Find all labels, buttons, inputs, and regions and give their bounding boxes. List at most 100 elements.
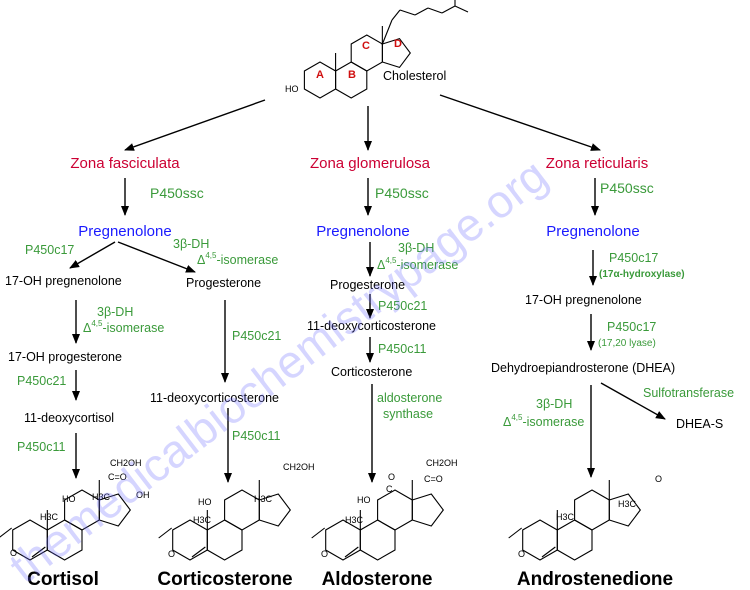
enzyme: P450c17 xyxy=(607,320,656,334)
svg-text:C=O: C=O xyxy=(424,474,443,484)
corticosterone-ring-b xyxy=(206,519,243,561)
side-chain xyxy=(399,9,416,16)
corticosterone-double-bond xyxy=(191,546,206,558)
aldosterone-ring-b xyxy=(359,519,396,561)
side-chain xyxy=(414,7,429,16)
androstenedione-keto-3 xyxy=(508,527,523,539)
svg-text:O: O xyxy=(388,472,395,482)
metabolite: 11-deoxycortisol xyxy=(24,411,114,425)
enzyme-note: (17,20 lyase) xyxy=(598,338,656,349)
product-corticosterone: Corticosterone xyxy=(157,569,292,590)
enzyme: 3β-DH xyxy=(97,305,133,319)
corticosterone-ring-a xyxy=(172,519,208,561)
ring-a-label: A xyxy=(316,69,324,81)
aldosterone-ring-d xyxy=(411,493,444,527)
svg-text:HO: HO xyxy=(357,495,371,505)
enzyme: P450c17 xyxy=(609,251,658,265)
svg-text:H3C: H3C xyxy=(618,499,637,509)
cholesterol-ho: HO xyxy=(285,84,299,94)
zone-reticularis: Zona reticularis xyxy=(546,155,649,172)
arrow-to-reticularis xyxy=(439,94,601,151)
corticosterone-ring-d xyxy=(258,493,291,527)
svg-text:CH2OH: CH2OH xyxy=(426,458,458,468)
aldosterone-double-bond xyxy=(344,546,359,558)
enzyme: P450c21 xyxy=(378,299,427,313)
svg-text:CH2OH: CH2OH xyxy=(283,462,315,472)
svg-text:O: O xyxy=(10,548,17,558)
enzyme: Sulfotransferase xyxy=(643,386,734,400)
ring-b-label: B xyxy=(348,69,356,81)
corticosterone-atoms: CH2OH HO H3C H3C O xyxy=(168,462,315,559)
metabolite: Dehydroepiandrosterone (DHEA) xyxy=(491,361,675,375)
enzyme: P450c21 xyxy=(17,374,66,388)
zone-fasciculata: Zona fasciculata xyxy=(70,155,180,172)
metabolite: 17-OH pregnenolone xyxy=(525,293,642,307)
metabolite: DHEA-S xyxy=(676,417,723,431)
svg-text:CH2OH: CH2OH xyxy=(110,458,142,468)
svg-text:O: O xyxy=(321,549,328,559)
svg-text:O: O xyxy=(518,549,525,559)
product-aldosterone: Aldosterone xyxy=(322,569,433,590)
androstenedione-ring-c xyxy=(574,489,610,531)
androstenedione-ring-a xyxy=(522,519,558,561)
enzyme: 3β-DH xyxy=(536,397,572,411)
side-chain xyxy=(391,9,401,21)
androstenedione-ring-d xyxy=(608,493,641,527)
enzyme-note: (17α-hydroxylase) xyxy=(599,269,685,280)
metabolite: 11-deoxycorticosterone xyxy=(150,391,279,405)
enzyme: P450c17 xyxy=(25,243,74,257)
metabolite: Progesterone xyxy=(186,276,261,290)
aldosterone-ring-a xyxy=(325,519,361,561)
arrow-to-fasciculata xyxy=(124,99,266,151)
cholesterol-ring-d xyxy=(381,37,411,69)
svg-text:O: O xyxy=(655,474,662,484)
metabolite: Progesterone xyxy=(330,278,405,292)
androstenedione-double-bond xyxy=(541,546,556,558)
svg-text:H3C: H3C xyxy=(92,492,111,502)
cholesterol-label: Cholesterol xyxy=(383,69,446,83)
metabolite: 11-deoxycorticosterone xyxy=(307,319,436,333)
aldosterone-keto-3 xyxy=(311,527,326,539)
svg-text:HO: HO xyxy=(62,494,76,504)
enzyme: 3β-DH xyxy=(173,237,209,251)
metabolite: 17-OH pregnenolone xyxy=(5,274,122,288)
enzyme-p450ssc: P450ssc xyxy=(600,180,654,196)
enzyme: P450c11 xyxy=(17,440,65,454)
metabolite: 17-OH progesterone xyxy=(8,350,122,364)
cortisol-ring-d xyxy=(98,493,131,527)
pregnenolone: Pregnenolone xyxy=(316,223,409,240)
cortisol-atoms: CH2OH C=O HO H3C OH H3C O xyxy=(10,458,150,558)
cortisol-keto-3 xyxy=(0,527,13,538)
aldosterone-ring-c xyxy=(377,489,413,531)
enzyme: Δ4,5-isomerase xyxy=(83,319,164,335)
pregnenolone: Pregnenolone xyxy=(546,223,639,240)
enzyme: Δ4,5-isomerase xyxy=(377,256,458,272)
enzyme: P450c21 xyxy=(232,329,281,343)
watermark: themedicalbiochemistrypage.org xyxy=(0,149,556,590)
arrow xyxy=(117,241,196,273)
product-androstenedione: Androstenedione xyxy=(517,569,673,590)
enzyme: aldosterone xyxy=(377,391,442,405)
metabolite: Corticosterone xyxy=(331,365,412,379)
side-chain xyxy=(427,7,443,14)
svg-text:H3C: H3C xyxy=(345,515,364,525)
zone-glomerulosa: Zona glomerulosa xyxy=(310,155,431,172)
svg-text:H3C: H3C xyxy=(40,512,59,522)
svg-text:O: O xyxy=(168,549,175,559)
side-chain xyxy=(454,5,469,13)
side-chain xyxy=(381,19,393,46)
svg-text:C=O: C=O xyxy=(108,472,127,482)
svg-text:H3C: H3C xyxy=(254,494,273,504)
svg-text:C: C xyxy=(386,484,393,494)
enzyme: P450c11 xyxy=(378,342,426,356)
side-chain xyxy=(441,5,456,14)
ring-d-label: D xyxy=(394,38,402,50)
enzyme-p450ssc: P450ssc xyxy=(375,185,429,201)
svg-text:H3C: H3C xyxy=(193,515,212,525)
androstenedione-atoms: O H3C H3C O xyxy=(518,474,662,559)
svg-text:HO: HO xyxy=(198,497,212,507)
svg-text:H3C: H3C xyxy=(556,512,575,522)
enzyme: Δ4,5-isomerase xyxy=(197,251,278,267)
aldosterone-atoms: CH2OH C=O O C HO H3C O xyxy=(321,458,458,559)
